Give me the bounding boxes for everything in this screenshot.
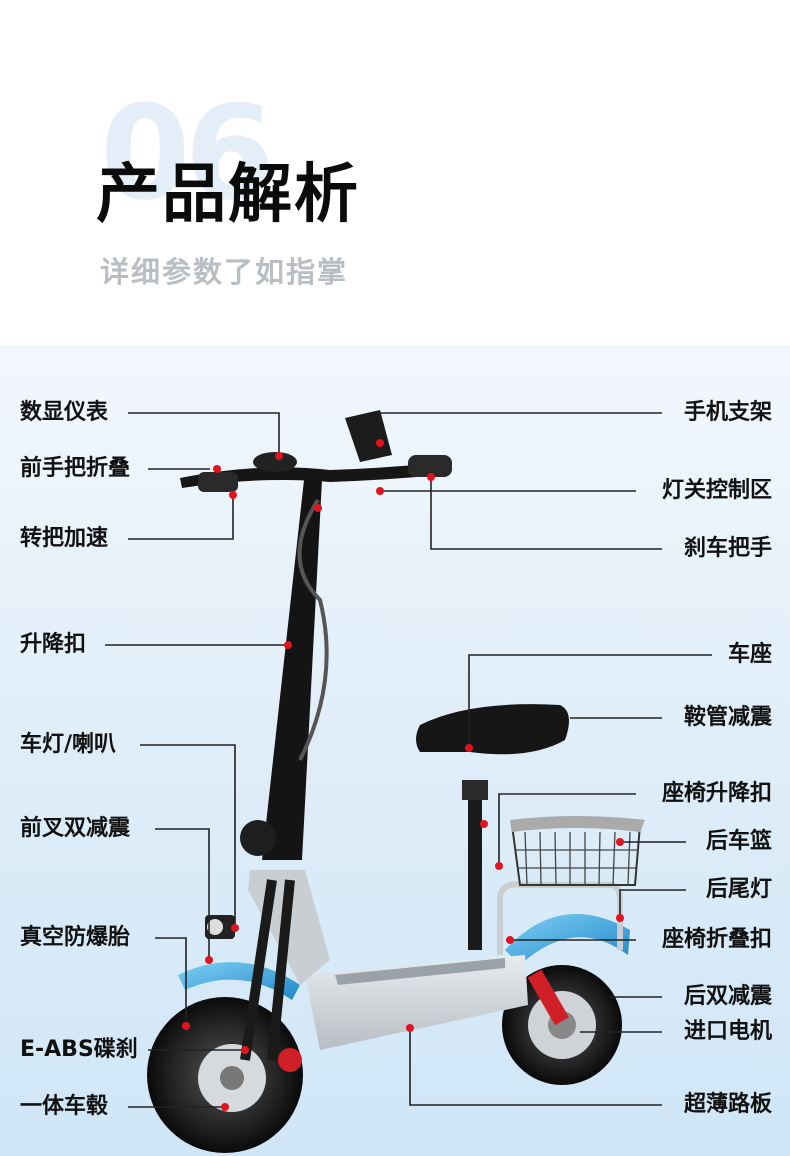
section-number: 06 xyxy=(100,77,275,229)
page-subtitle: 详细参数了如指掌 xyxy=(100,255,349,289)
front-fender xyxy=(178,962,300,1000)
label-phone-holder: 手机支架 xyxy=(683,400,772,425)
seat-post xyxy=(468,780,482,950)
label-saddle-shock: 鞍管减震 xyxy=(683,705,772,730)
label-eabs-brake: E-ABS碟刹 xyxy=(20,1037,138,1062)
rear-fender xyxy=(505,914,630,965)
label-seat-lift-clasp: 座椅升降扣 xyxy=(661,781,772,806)
label-hub: 一体车毂 xyxy=(20,1094,109,1119)
page-title: 产品解析 xyxy=(96,158,360,232)
label-rear-shock: 后双减震 xyxy=(683,984,772,1009)
label-lift-clasp: 升降扣 xyxy=(20,632,87,657)
label-throttle: 转把加速 xyxy=(20,526,109,551)
seat-shape xyxy=(416,704,569,755)
stem xyxy=(262,480,322,860)
handlebar xyxy=(180,462,450,488)
label-seat: 车座 xyxy=(727,642,772,667)
label-brake-lever: 刹车把手 xyxy=(683,536,772,561)
label-tail-light: 后尾灯 xyxy=(705,877,772,902)
label-deck: 超薄路板 xyxy=(683,1092,772,1117)
rear-wheel xyxy=(502,965,622,1085)
label-vacuum-tire: 真空防爆胎 xyxy=(20,925,131,950)
label-seat-fold-clasp: 座椅折叠扣 xyxy=(661,927,772,952)
rear-basket-shape xyxy=(510,816,645,886)
label-light-switch: 灯关控制区 xyxy=(661,478,772,503)
label-motor: 进口电机 xyxy=(683,1019,772,1044)
label-light-horn: 车灯/喇叭 xyxy=(20,732,117,757)
callout-lines xyxy=(105,412,712,1108)
header: 06 产品解析 详细参数了如指掌 xyxy=(0,0,790,345)
label-front-fork-shock: 前叉双减震 xyxy=(20,816,131,841)
front-wheel xyxy=(147,997,303,1153)
label-rear-basket: 后车篮 xyxy=(705,829,772,854)
pointer-dots xyxy=(182,439,624,1111)
label-display: 数显仪表 xyxy=(20,400,109,425)
label-front-handle-fold: 前手把折叠 xyxy=(20,456,131,481)
